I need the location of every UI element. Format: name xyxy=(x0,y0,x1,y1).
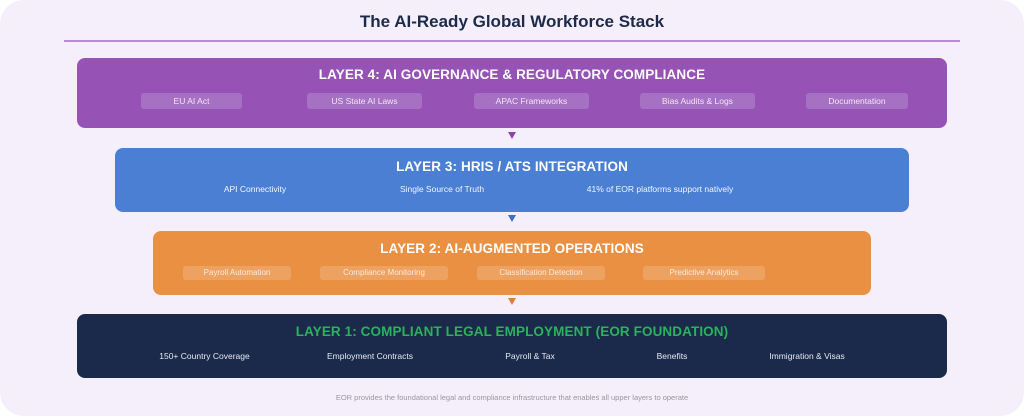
diagram-title: The AI-Ready Global Workforce Stack xyxy=(359,12,665,31)
layer-2-item: Compliance Monitoring xyxy=(320,266,448,280)
layer-4-item: EU AI Act xyxy=(141,93,242,109)
layer-2-item: Predictive Analytics xyxy=(643,266,765,280)
arrow-down-icon xyxy=(508,298,516,305)
layer-4-item: US State AI Laws xyxy=(307,93,422,109)
layer-3-item: 41% of EOR platforms support natively xyxy=(586,184,734,194)
layer-3-title: LAYER 3: HRIS / ATS INTEGRATION xyxy=(396,159,628,174)
layer-1-item: Employment Contracts xyxy=(327,351,413,361)
layer-2-item: Payroll Automation xyxy=(183,266,291,280)
layer-1-item: Payroll & Tax xyxy=(505,351,555,361)
layer-4-item: APAC Frameworks xyxy=(474,93,589,109)
layer-4-title: LAYER 4: AI GOVERNANCE & REGULATORY COMP… xyxy=(318,67,706,82)
arrow-down-icon xyxy=(508,132,516,139)
layer-1-item: 150+ Country Coverage xyxy=(159,351,250,361)
layer-4-item: Bias Audits & Logs xyxy=(640,93,755,109)
layer-2-title: LAYER 2: AI-AUGMENTED OPERATIONS xyxy=(380,241,644,256)
layer-1-item: Immigration & Visas xyxy=(769,351,845,361)
layer-1-foundation: LAYER 1: COMPLIANT LEGAL EMPLOYMENT (EOR… xyxy=(77,314,947,378)
layer-4-governance: LAYER 4: AI GOVERNANCE & REGULATORY COMP… xyxy=(77,58,947,128)
layer-2-item: Classification Detection xyxy=(477,266,605,280)
layer-2-operations: LAYER 2: AI-AUGMENTED OPERATIONS Payroll… xyxy=(153,231,871,295)
layer-3-item: API Connectivity xyxy=(223,184,287,194)
layer-3-item: Single Source of Truth xyxy=(399,184,485,194)
footer-caption: EOR provides the foundational legal and … xyxy=(335,393,689,402)
layer-3-integration: LAYER 3: HRIS / ATS INTEGRATION API Conn… xyxy=(115,148,909,212)
layer-1-item: Benefits xyxy=(656,351,688,361)
layer-1-title: LAYER 1: COMPLIANT LEGAL EMPLOYMENT (EOR… xyxy=(295,324,729,339)
layer-4-item: Documentation xyxy=(806,93,908,109)
arrow-down-icon xyxy=(508,215,516,222)
title-divider xyxy=(64,40,960,42)
